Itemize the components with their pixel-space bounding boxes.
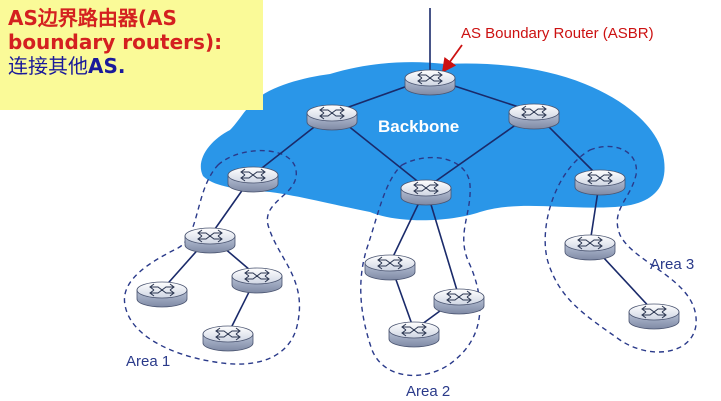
router-icon (136, 281, 188, 308)
router-icon (231, 267, 283, 294)
router-icon (364, 254, 416, 281)
backbone-label: Backbone (378, 117, 459, 136)
router-icon (508, 103, 560, 130)
area2-outline (360, 156, 481, 377)
routers-layer (136, 69, 680, 352)
callout-line-2: boundary routers): (8, 30, 223, 54)
router-icon (202, 325, 254, 352)
link-bb-area2-a2-right (425, 187, 460, 298)
router-icon (227, 166, 279, 193)
area1-outline (123, 149, 301, 365)
router-icon (564, 234, 616, 261)
router-icon (628, 303, 680, 330)
asbr-label: AS Boundary Router (ASBR) (461, 25, 654, 42)
backbone-cloud (200, 62, 665, 221)
router-icon (306, 104, 358, 131)
asbr-callout: AS边界路由器(AS boundary routers): 连接其他AS. (0, 0, 263, 110)
area1-label: Area 1 (126, 353, 170, 370)
router-icon (574, 169, 626, 196)
router-icon (388, 321, 440, 348)
area3-label: Area 3 (650, 256, 694, 273)
callout-line-1: AS边界路由器(AS (8, 6, 177, 30)
area2-label: Area 2 (406, 383, 450, 400)
router-icon (433, 288, 485, 315)
router-icon (184, 227, 236, 254)
area3-outline (544, 145, 697, 353)
asbr-arrow (441, 44, 463, 73)
router-icon (404, 69, 456, 96)
router-icon (400, 179, 452, 206)
callout-line-3: 连接其他AS. (8, 54, 126, 78)
